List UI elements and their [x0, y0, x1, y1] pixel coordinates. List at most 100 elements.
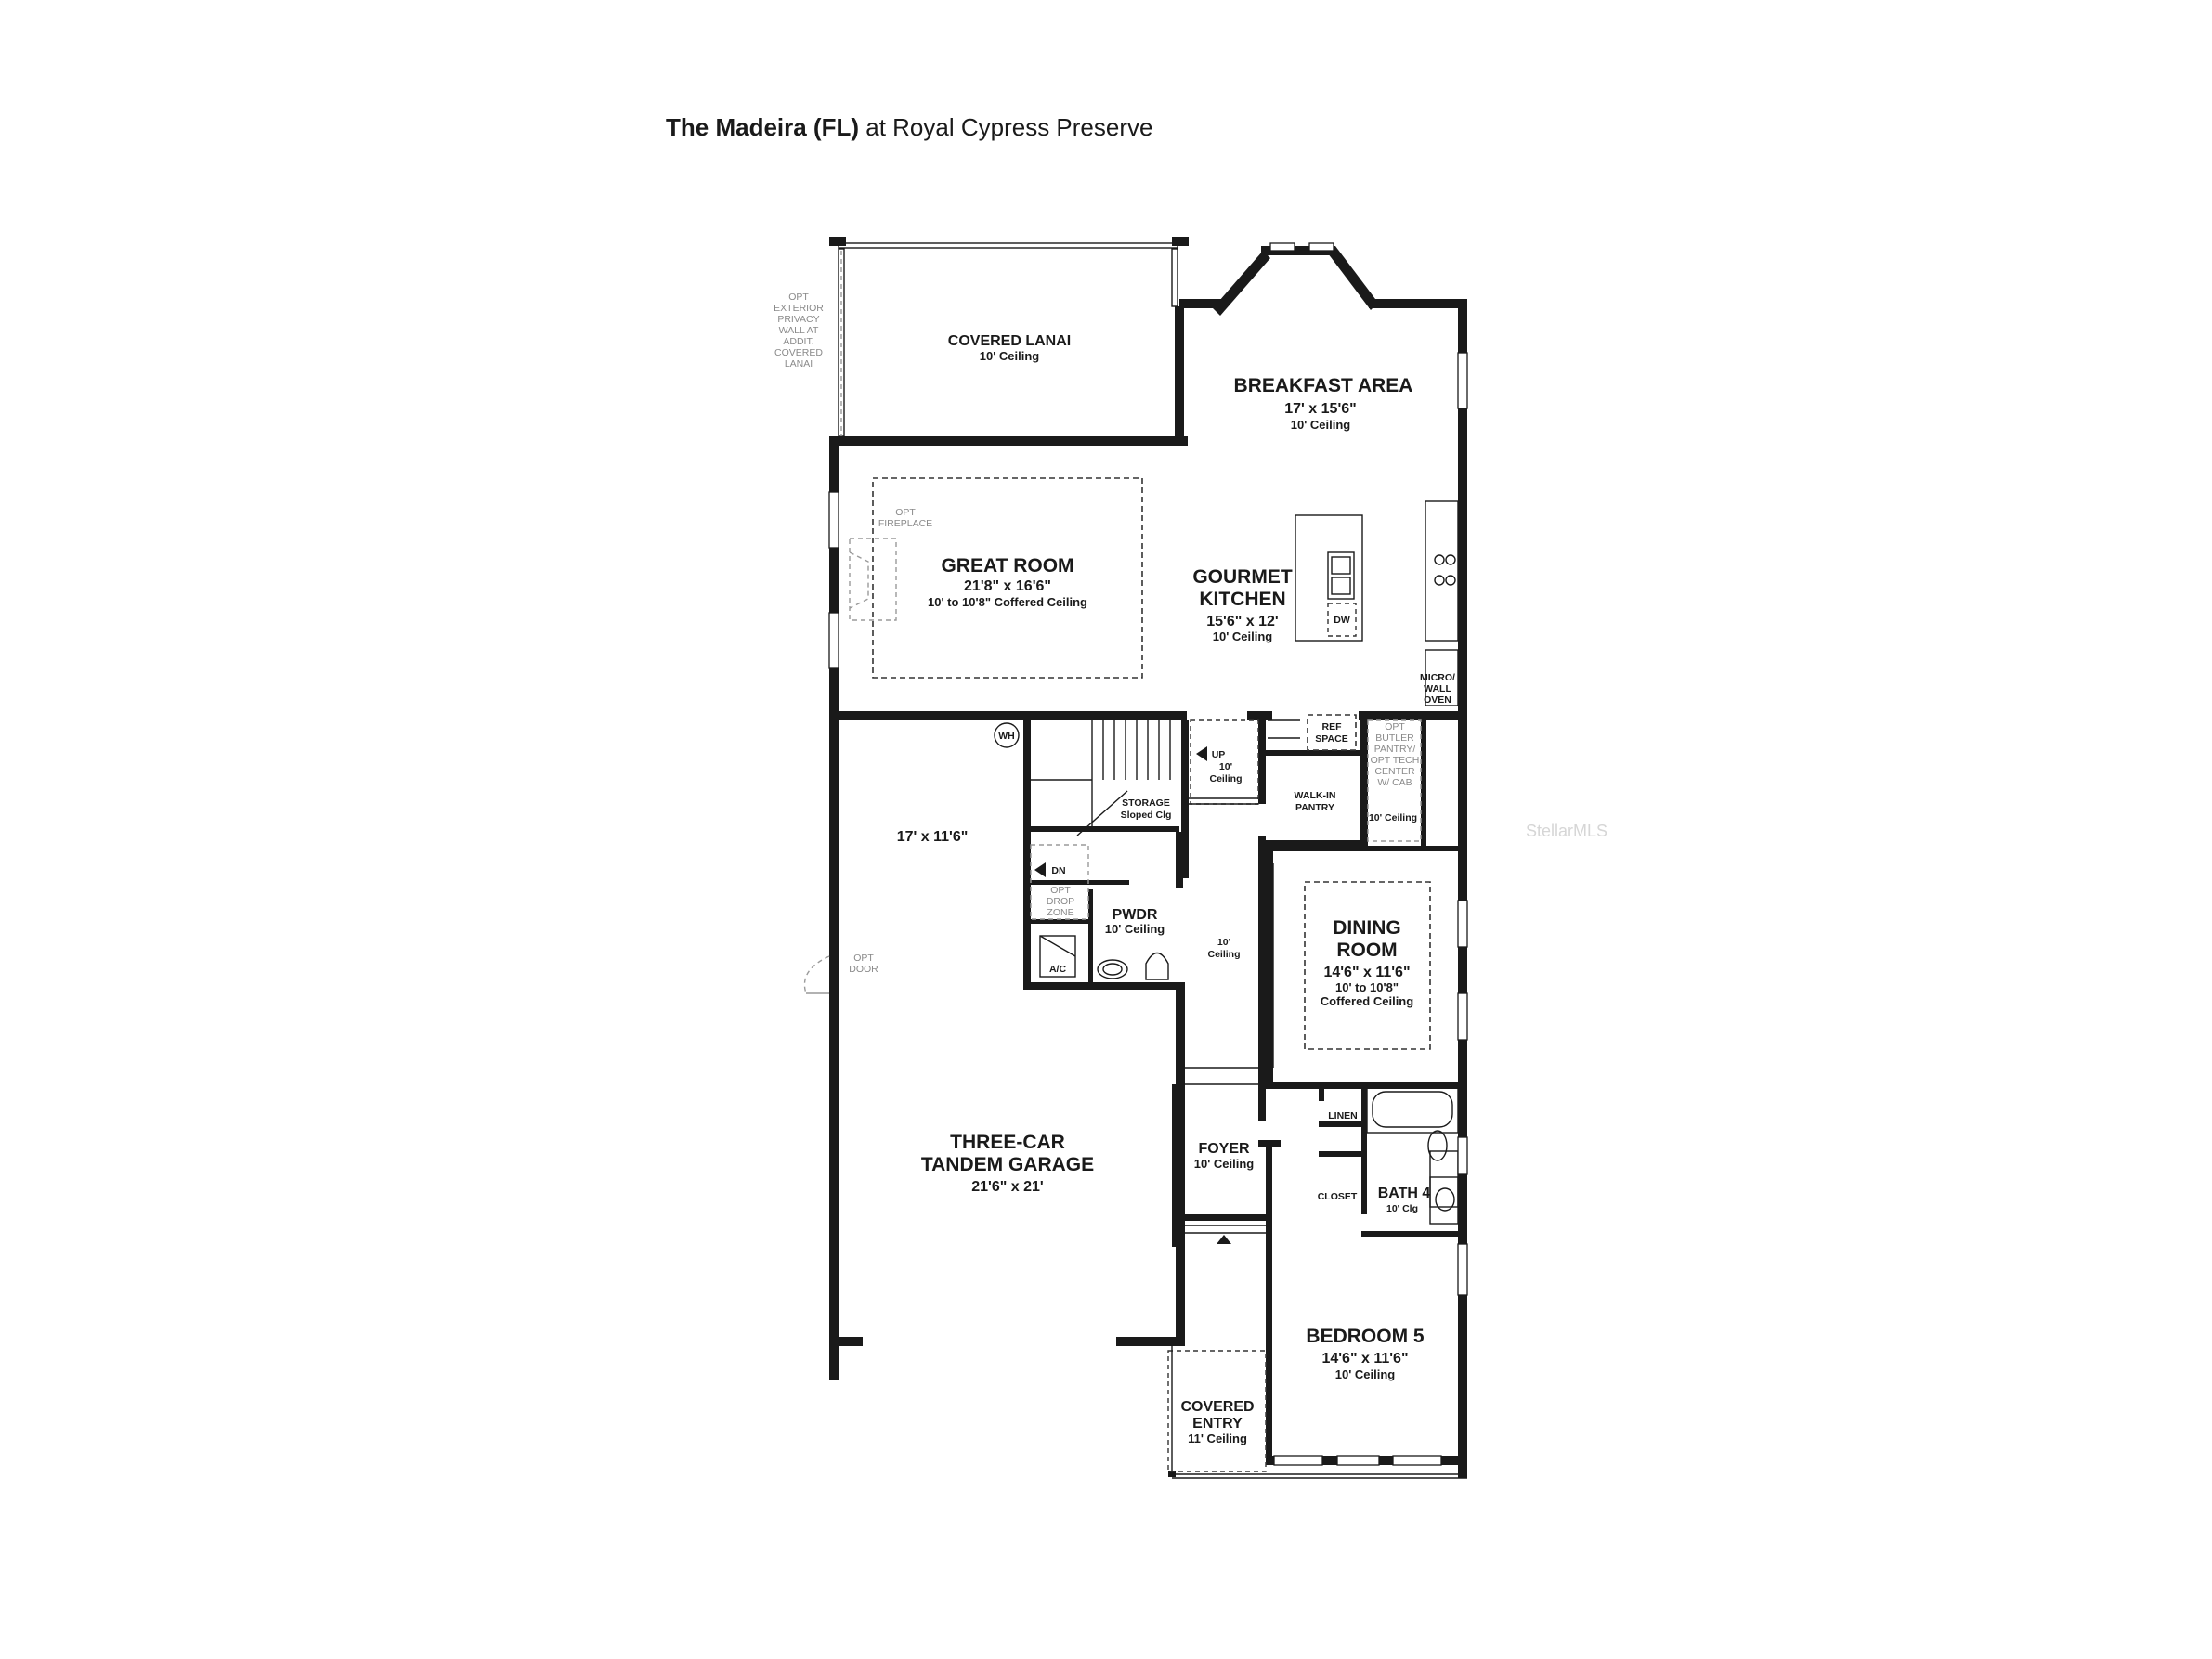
linen: LINEN [1328, 1110, 1358, 1121]
svg-text:17' x 15'6": 17' x 15'6" [1284, 401, 1356, 417]
svg-text:UP: UP [1212, 749, 1226, 760]
svg-text:ZONE: ZONE [1047, 907, 1073, 918]
water-heater-label: WH [998, 731, 1015, 742]
bath-4: BATH 4 10' Clg [1378, 1186, 1431, 1214]
dishwasher-label: DW [1334, 615, 1350, 626]
svg-text:ENTRY: ENTRY [1192, 1416, 1243, 1432]
svg-text:10' Clg: 10' Clg [1386, 1203, 1418, 1214]
svg-text:10' Ceiling: 10' Ceiling [1213, 629, 1273, 643]
plan-details [803, 242, 1468, 1479]
svg-text:BUTLER: BUTLER [1375, 732, 1414, 744]
svg-text:BEDROOM 5: BEDROOM 5 [1306, 1326, 1425, 1347]
svg-text:OPT: OPT [1385, 721, 1405, 732]
drop-zone: DN OPT DROP ZONE [1047, 865, 1074, 918]
stairs [1031, 719, 1259, 836]
fireplace-callout: OPT FIREPLACE [878, 507, 932, 529]
svg-text:SPACE: SPACE [1315, 733, 1347, 745]
svg-text:OVEN: OVEN [1424, 694, 1451, 706]
svg-text:21'8" x 16'6": 21'8" x 16'6" [964, 578, 1051, 594]
svg-text:ADDIT.: ADDIT. [783, 336, 813, 347]
svg-text:LANAI: LANAI [785, 358, 813, 369]
svg-text:BREAKFAST AREA: BREAKFAST AREA [1234, 375, 1413, 396]
bedroom-5: BEDROOM 5 14'6" x 11'6" 10' Ceiling [1306, 1326, 1425, 1381]
svg-text:10' Ceiling: 10' Ceiling [1369, 812, 1417, 823]
storage: STORAGE Sloped Clg [1121, 797, 1172, 821]
stair-up: UP 10' Ceiling [1209, 749, 1242, 784]
svg-text:14'6" x 11'6": 14'6" x 11'6" [1321, 1351, 1408, 1367]
svg-text:Sloped Clg: Sloped Clg [1121, 810, 1172, 821]
svg-text:11' Ceiling: 11' Ceiling [1188, 1432, 1247, 1445]
svg-text:DN: DN [1051, 865, 1065, 876]
ref-space: REF SPACE [1315, 721, 1347, 745]
svg-text:PWDR: PWDR [1113, 907, 1158, 923]
great-room: GREAT ROOM 21'8" x 16'6" 10' to 10'8" Co… [928, 555, 1087, 609]
svg-text:PRIVACY: PRIVACY [777, 314, 819, 325]
svg-text:THREE-CAR: THREE-CAR [950, 1132, 1065, 1153]
svg-text:10': 10' [1219, 761, 1232, 772]
powder-room: PWDR 10' Ceiling [1105, 907, 1165, 936]
svg-text:PANTRY: PANTRY [1295, 802, 1334, 813]
svg-text:WALK-IN: WALK-IN [1295, 790, 1336, 801]
covered-entry: COVERED ENTRY 11' Ceiling [1180, 1399, 1254, 1445]
three-car-garage: 17' x 11'6" THREE-CAR TANDEM GARAGE 21'6… [897, 829, 1094, 1195]
micro-wall-oven: MICRO/ WALL OVEN [1420, 672, 1455, 706]
walk-in-pantry: WALK-IN PANTRY [1295, 790, 1336, 813]
closet: CLOSET [1318, 1191, 1358, 1202]
svg-text:PANTRY/: PANTRY/ [1374, 744, 1416, 755]
svg-text:COVERED: COVERED [1180, 1399, 1254, 1415]
ac-label: A/C [1049, 964, 1067, 975]
svg-text:GOURMET: GOURMET [1192, 566, 1293, 588]
svg-text:ROOM: ROOM [1336, 940, 1397, 961]
svg-text:OPT: OPT [895, 507, 916, 518]
svg-text:MICRO/: MICRO/ [1420, 672, 1455, 683]
svg-text:KITCHEN: KITCHEN [1199, 589, 1285, 610]
svg-text:10' Ceiling: 10' Ceiling [1105, 922, 1165, 936]
svg-text:17' x 11'6": 17' x 11'6" [897, 829, 969, 845]
svg-text:OPT: OPT [1050, 885, 1071, 896]
foyer: FOYER 10' Ceiling [1194, 1141, 1255, 1171]
svg-text:10' to 10'8" Coffered Ceiling: 10' to 10'8" Coffered Ceiling [928, 595, 1087, 609]
svg-text:GREAT ROOM: GREAT ROOM [941, 555, 1073, 577]
svg-text:CLOSET: CLOSET [1318, 1191, 1358, 1202]
svg-text:OPT: OPT [788, 292, 809, 303]
svg-text:DROP: DROP [1047, 896, 1074, 907]
svg-text:WALL: WALL [1424, 683, 1451, 694]
svg-text:10' to 10'8": 10' to 10'8" [1335, 980, 1399, 994]
svg-text:CENTER: CENTER [1374, 766, 1415, 777]
svg-text:Ceiling: Ceiling [1209, 773, 1242, 784]
dining-room: DINING ROOM 14'6" x 11'6" 10' to 10'8" C… [1321, 917, 1413, 1008]
hall: 10' Ceiling [1207, 937, 1240, 960]
svg-text:LINEN: LINEN [1328, 1110, 1358, 1121]
svg-text:EXTERIOR: EXTERIOR [774, 303, 824, 314]
svg-text:10' Ceiling: 10' Ceiling [1335, 1367, 1396, 1381]
svg-text:OPT TECH: OPT TECH [1371, 755, 1420, 766]
svg-text:21'6" x 21': 21'6" x 21' [971, 1179, 1043, 1195]
svg-text:DINING: DINING [1333, 917, 1401, 939]
svg-text:Ceiling: Ceiling [1207, 949, 1240, 960]
svg-text:STORAGE: STORAGE [1122, 797, 1170, 809]
svg-text:OPT: OPT [853, 953, 874, 964]
svg-text:DOOR: DOOR [849, 964, 878, 975]
svg-text:Coffered Ceiling: Coffered Ceiling [1321, 994, 1413, 1008]
svg-text:10': 10' [1217, 937, 1230, 948]
svg-text:COVERED: COVERED [774, 347, 823, 358]
svg-text:FIREPLACE: FIREPLACE [878, 518, 932, 529]
svg-text:14'6" x 11'6": 14'6" x 11'6" [1323, 965, 1410, 980]
watermark: StellarMLS [1526, 822, 1607, 840]
breakfast-area: BREAKFAST AREA 17' x 15'6" 10' Ceiling [1234, 375, 1413, 432]
privacy-wall-callout: OPT EXTERIOR PRIVACY WALL AT ADDIT. COVE… [774, 292, 824, 369]
svg-text:W/ CAB: W/ CAB [1377, 777, 1412, 788]
svg-text:10' Ceiling: 10' Ceiling [1194, 1157, 1255, 1171]
walls [829, 237, 1467, 1478]
svg-text:BATH 4: BATH 4 [1378, 1186, 1431, 1201]
opt-door-callout: OPT DOOR [849, 953, 878, 975]
svg-text:REF: REF [1322, 721, 1343, 732]
svg-text:FOYER: FOYER [1198, 1141, 1250, 1157]
svg-text:TANDEM GARAGE: TANDEM GARAGE [921, 1154, 1094, 1175]
gourmet-kitchen: GOURMET KITCHEN 15'6" x 12' 10' Ceiling [1192, 566, 1293, 643]
svg-text:10' Ceiling: 10' Ceiling [1291, 418, 1351, 432]
svg-text:15'6" x 12': 15'6" x 12' [1206, 614, 1278, 629]
svg-text:WALL AT: WALL AT [779, 325, 819, 336]
butler-pantry: OPT BUTLER PANTRY/ OPT TECH CENTER W/ CA… [1369, 721, 1419, 823]
